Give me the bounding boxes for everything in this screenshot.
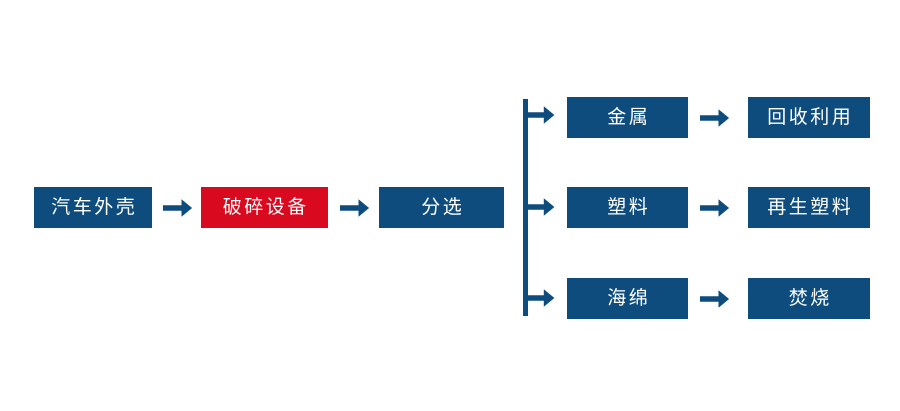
arrow-right-icon-branch-plastic (527, 196, 555, 218)
node-destination-regenerated-plastic[interactable]: 再生塑料 (748, 187, 870, 228)
node-shredder[interactable]: 破碎设备 (201, 187, 328, 228)
arrow-right-icon-input-to-shredder (163, 197, 193, 219)
branch-splitter-icon (523, 99, 528, 316)
node-material-plastic[interactable]: 塑料 (567, 187, 688, 228)
node-material-metal[interactable]: 金属 (567, 97, 688, 138)
node-sorting[interactable]: 分选 (379, 187, 504, 228)
arrow-right-icon-plastic-to-regenerated (700, 197, 730, 219)
arrow-right-icon-branch-metal (527, 104, 555, 126)
arrow-right-icon-branch-sponge (527, 287, 555, 309)
arrow-right-icon-metal-to-recycle (700, 107, 730, 129)
arrow-right-icon-shredder-to-sorting (340, 197, 370, 219)
node-destination-incineration[interactable]: 焚烧 (748, 278, 870, 319)
arrow-right-icon-sponge-to-incineration (700, 288, 730, 310)
node-input[interactable]: 汽车外壳 (34, 187, 152, 228)
node-material-sponge[interactable]: 海绵 (567, 278, 688, 319)
node-destination-recycle[interactable]: 回收利用 (748, 97, 870, 138)
